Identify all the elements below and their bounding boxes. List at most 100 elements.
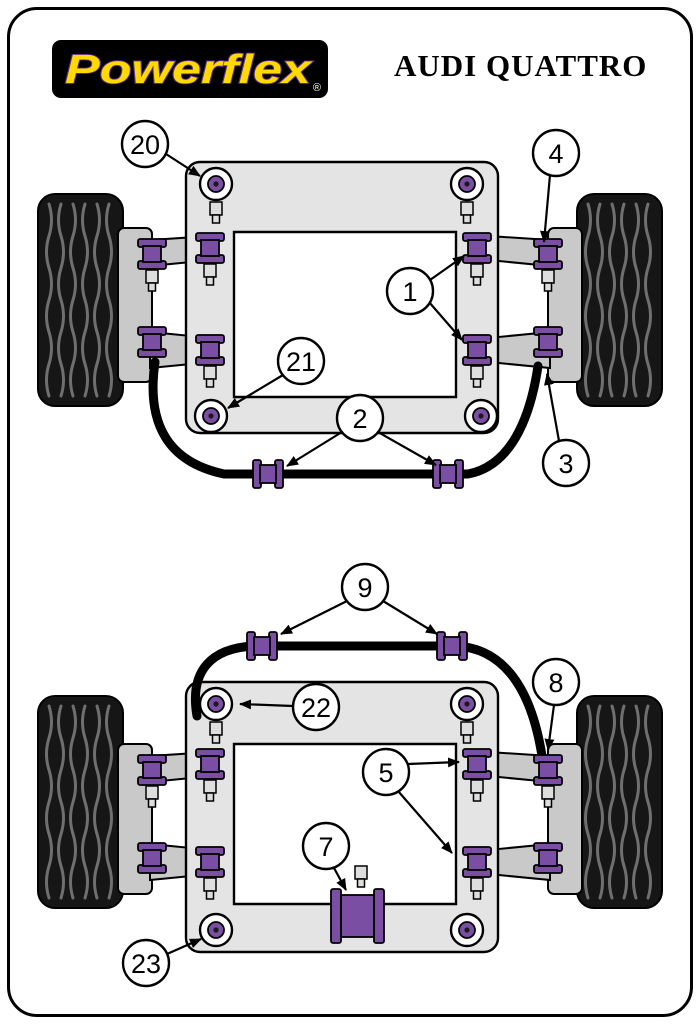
page-header: Powerflex ® AUDI QUATTRO xyxy=(0,0,700,112)
front-bolt xyxy=(460,201,474,224)
callout-arrow xyxy=(428,301,463,341)
diff-mount-flange xyxy=(373,888,385,944)
rear-bolt xyxy=(354,865,368,888)
callout-front-21: 21 xyxy=(227,336,326,409)
front-right-outer-lower-bushing xyxy=(533,326,563,358)
front-left-outer-upper-bushing xyxy=(137,238,167,270)
powerflex-logo-canvas: Powerflex xyxy=(64,45,315,93)
rear-suspension-diagram: 9 22 8 5 7 xyxy=(36,562,664,988)
callout-circle xyxy=(335,393,385,443)
page-title: AUDI QUATTRO xyxy=(394,48,648,83)
callout-circle xyxy=(531,128,581,178)
callout-rear-8: 8 xyxy=(531,657,581,751)
diff-mount-flange xyxy=(330,888,342,944)
front-subframe-mount-top-right xyxy=(449,166,485,202)
callout-arrow xyxy=(397,790,453,854)
front-right-outer-upper-bushing xyxy=(533,238,563,270)
callout-front-20: 20 xyxy=(120,119,201,177)
rear-bolt xyxy=(541,785,555,808)
callout-arrow xyxy=(407,757,460,768)
callout-circle xyxy=(121,938,171,988)
callout-arrow xyxy=(544,373,561,442)
callout-number: 9 xyxy=(357,573,372,603)
rear-bolt xyxy=(470,877,484,900)
front-suspension-diagram: 20 4 1 21 2 xyxy=(36,119,664,489)
callout-front-3: 3 xyxy=(541,373,591,488)
callout-circle xyxy=(291,682,341,732)
rear-right-tire xyxy=(575,694,664,910)
callout-arrow xyxy=(239,699,294,710)
front-left-inner-lower-bushing xyxy=(195,334,225,366)
powerflex-logo-text: Powerflex xyxy=(65,46,314,92)
front-anti-roll-bar xyxy=(148,357,543,479)
callout-arrow xyxy=(286,431,343,467)
front-right-tire xyxy=(575,192,664,408)
front-bolt xyxy=(203,365,217,388)
callout-circle xyxy=(301,821,351,871)
callout-circle xyxy=(541,438,591,488)
front-left-outer-lower-bushing xyxy=(137,326,167,358)
callout-arrow xyxy=(540,174,552,243)
rear-subframe-mount-bottom-right xyxy=(449,912,485,948)
callout-number: 2 xyxy=(352,404,367,434)
rear-left-inner-lower-bushing xyxy=(195,846,225,878)
registered-mark: ® xyxy=(312,82,321,94)
callout-rear-9: 9 xyxy=(280,562,438,635)
rear-bolt xyxy=(209,721,223,744)
callout-circle xyxy=(361,747,411,797)
callout-circle xyxy=(531,657,581,707)
rear-right-inner-upper-bushing xyxy=(462,748,492,780)
callout-front-2: 2 xyxy=(286,393,437,467)
front-arb-bush-left xyxy=(252,459,284,489)
callout-circle xyxy=(120,119,170,169)
callout-arrow xyxy=(429,255,465,281)
callout-circle xyxy=(340,562,390,612)
rear-right-outer-upper-bushing xyxy=(533,754,563,786)
callout-number: 23 xyxy=(131,949,161,979)
rear-left-outer-upper-bushing xyxy=(137,754,167,786)
callout-arrow xyxy=(165,153,201,177)
front-bolt xyxy=(203,263,217,286)
front-subframe-mount-top-left xyxy=(198,166,234,202)
rear-subframe-mount-top-right xyxy=(449,686,485,722)
callout-circle xyxy=(385,266,435,316)
front-bolt xyxy=(470,263,484,286)
front-bolt xyxy=(470,365,484,388)
callout-number: 4 xyxy=(548,139,563,169)
rear-right-inner-lower-bushing xyxy=(462,846,492,878)
callout-front-4: 4 xyxy=(531,128,581,243)
callout-number: 3 xyxy=(558,449,573,479)
callout-arrow xyxy=(382,600,438,635)
front-left-tire xyxy=(36,192,125,408)
callout-arrow xyxy=(166,937,202,956)
callout-rear-23: 23 xyxy=(121,937,202,988)
front-subframe-mount-bottom-left xyxy=(193,398,229,434)
diff-mount-body xyxy=(340,894,375,938)
callout-front-1: 1 xyxy=(385,255,465,341)
rear-diff-mount xyxy=(330,888,385,944)
rear-bolt xyxy=(460,721,474,744)
callout-number: 8 xyxy=(548,668,563,698)
front-bolt xyxy=(209,201,223,224)
callout-arrow xyxy=(280,600,348,635)
callout-rear-5: 5 xyxy=(361,747,460,854)
rear-bolt xyxy=(203,877,217,900)
front-subframe-mount-bottom-right xyxy=(463,398,499,434)
front-bolt xyxy=(541,269,555,292)
callout-rear-22: 22 xyxy=(239,682,341,732)
rear-left-outer-lower-bushing xyxy=(137,842,167,874)
rear-arb-bush-right xyxy=(436,631,468,661)
callout-number: 20 xyxy=(130,130,160,160)
rear-subframe-mount-bottom-left xyxy=(198,912,234,948)
rear-arb-bush-left xyxy=(246,631,278,661)
front-arb-bush-right xyxy=(432,459,464,489)
callout-number: 7 xyxy=(318,832,333,862)
front-left-inner-upper-bushing xyxy=(195,232,225,264)
rear-right-outer-lower-bushing xyxy=(533,842,563,874)
powerflex-logo: Powerflex ® xyxy=(52,40,328,98)
callout-arrow xyxy=(227,374,284,409)
callout-number: 1 xyxy=(402,277,417,307)
front-subframe xyxy=(184,160,500,435)
